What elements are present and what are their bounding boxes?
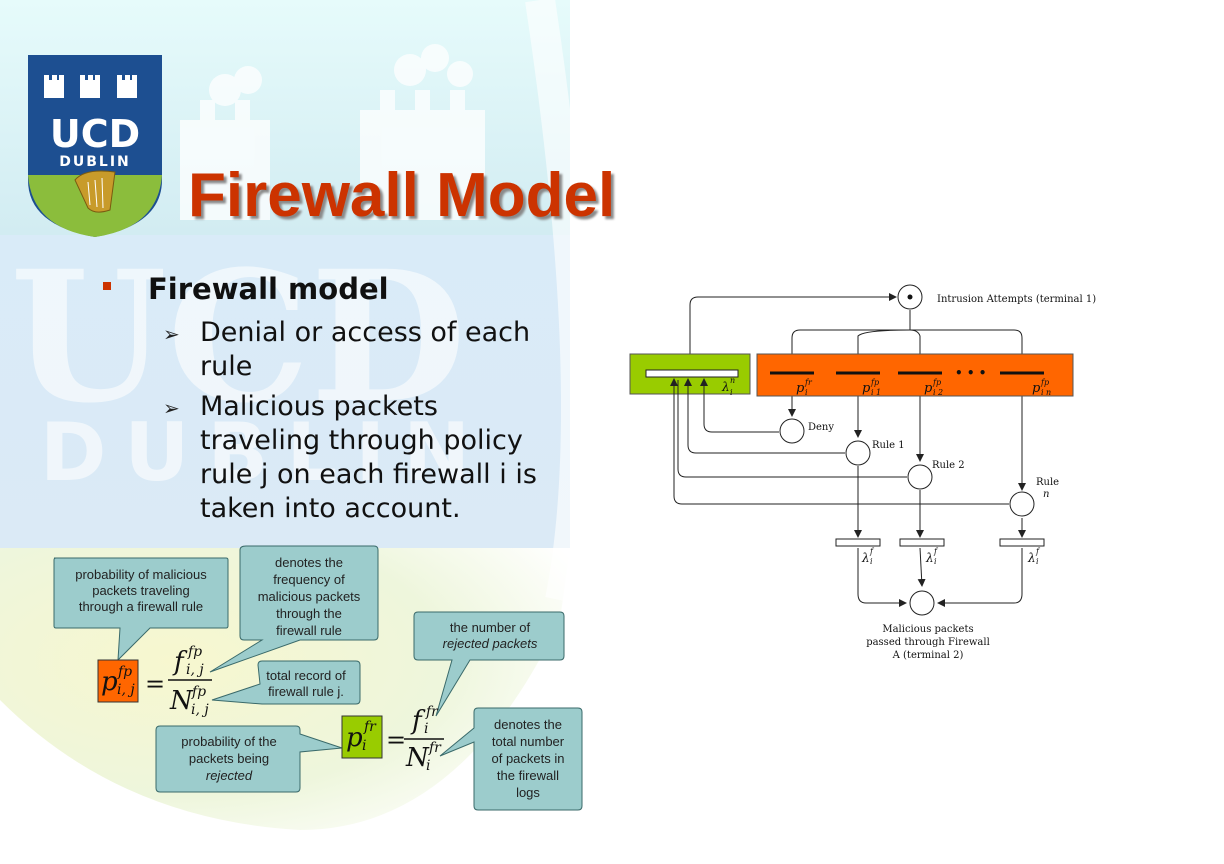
formula-fr-den-sup: fr	[428, 740, 442, 756]
p-fp-n-label: p	[1032, 381, 1041, 396]
intrusion-label: Intrusion Attempts (terminal 1)	[937, 294, 1096, 305]
output-label-3: A (terminal 2)	[892, 650, 964, 661]
formula-fp-lhs-sup: fp	[117, 664, 132, 680]
place-output	[909, 590, 935, 616]
p-fp-2-label: p	[924, 381, 933, 396]
callout-5-line-2: rejected packets	[443, 636, 538, 651]
callout-4-line-3: rejected	[206, 768, 253, 783]
formula-fr-lhs-sup: fr	[363, 719, 377, 735]
callout-3-line-1: total record of	[266, 668, 346, 683]
rule-2-label: Rule 2	[932, 460, 965, 471]
lambda-n-sup: n	[730, 376, 735, 385]
callout-2-line-2: frequency of	[273, 572, 345, 587]
lambda-f-n: λ	[1027, 551, 1036, 565]
lambda-f-2-sup: f	[933, 547, 939, 556]
lambda-f-2-sub: i	[934, 557, 937, 566]
deny-label: Deny	[808, 422, 834, 433]
callout-6-line-5: logs	[516, 785, 540, 800]
p-fp-2-sup: fp	[932, 378, 941, 387]
callout-4-line-2: packets being	[189, 751, 269, 766]
rule-n-label-1: Rule	[1036, 477, 1059, 488]
p-fp-1-label: p	[862, 381, 871, 396]
p-fp-n-sub-i: i	[1041, 388, 1044, 397]
rule-1-label: Rule 1	[872, 440, 905, 451]
output-label-2: passed through Firewall	[866, 637, 990, 648]
formula-fp-num-sup: fp	[187, 644, 202, 660]
output-label-1: Malicious packets	[882, 624, 973, 635]
formula-fr: p fr i = f fr i N fr i	[341, 704, 444, 774]
place-rule-1	[845, 440, 871, 466]
bullet-firewall-model: Firewall model	[148, 272, 389, 306]
lambda-f-n-sup: f	[1035, 547, 1041, 556]
logo-ucd-text: UCD	[50, 112, 140, 156]
callout-2-line-3: malicious packets	[258, 589, 361, 604]
callout-5-line-1: the number of	[450, 620, 531, 635]
rule-n-label-2: n	[1043, 489, 1049, 500]
subbullet-arrow-icon: ➢	[163, 322, 180, 346]
transitions-ellipsis: • • •	[955, 366, 986, 380]
p-fp-1-sub-i: i	[871, 388, 874, 397]
formula-fr-num-sub: i	[424, 721, 428, 737]
formula-fp-num-sub: i, j	[186, 662, 204, 678]
p-fp-n-sub: n	[1046, 388, 1051, 397]
callout-1-line-1: probability of malicious	[75, 567, 207, 582]
p-fp-1-sup: fp	[870, 378, 879, 387]
formula-fp-eq: =	[145, 670, 165, 698]
p-fp-1-sub: 1	[876, 388, 881, 397]
p-fp-2-sub: 2	[937, 388, 943, 397]
ucd-logo: UCD DUBLIN	[28, 55, 162, 237]
callout-2-line-1: denotes the	[275, 555, 343, 570]
callout-1-line-2: packets traveling	[92, 583, 190, 598]
callout-2-line-5: firewall rule	[276, 623, 342, 638]
formula-fr-den: N	[405, 743, 430, 773]
place-deny	[779, 418, 805, 444]
lambda-f-1-sub: i	[870, 557, 873, 566]
formula-fp-den-sup: fp	[191, 684, 206, 700]
place-rule-2	[907, 464, 933, 490]
lambda-f-1-sup: f	[869, 547, 875, 556]
callout-6-line-2: total number	[492, 734, 565, 749]
lambda-f-2: λ	[925, 551, 934, 565]
formula-fp-den-sub: i, j	[191, 702, 209, 718]
page-title: Firewall Model	[188, 161, 616, 230]
formula-fp-den: N	[169, 686, 194, 716]
p-fr-sub: i	[805, 388, 808, 397]
formula-fp-lhs: p	[101, 667, 118, 697]
subbullet-1: Denial or access of each rule	[200, 317, 531, 382]
lambda-f-1: λ	[861, 551, 870, 565]
lambda-n-label: λ	[721, 380, 730, 394]
lambda-f-n-sub: i	[1036, 557, 1039, 566]
bullet-marker	[103, 282, 111, 290]
callout-1-line-3: through a firewall rule	[79, 599, 203, 614]
formula-fr-num-sup: fr	[425, 704, 439, 720]
p-fr-sup: fr	[804, 378, 813, 387]
callout-2-line-4: through the	[276, 606, 342, 621]
callout-6-line-3: of packets in	[492, 751, 565, 766]
p-fr-label: p	[796, 381, 805, 396]
watermark-dublin: DUBLIN	[40, 406, 488, 499]
formula-fr-eq: =	[386, 726, 406, 754]
lambda-n-sub: i	[730, 388, 733, 397]
formula-fp-lhs-sub: i, j	[117, 682, 135, 698]
place-rule-n	[1009, 491, 1035, 517]
logo-dublin-text: DUBLIN	[59, 154, 131, 170]
callout-6-line-4: the firewall	[497, 768, 559, 783]
formula-fr-lhs-sub: i	[362, 738, 366, 754]
callout-6-line-1: denotes the	[494, 717, 562, 732]
subbullet-2: Malicious packets traveling through poli…	[200, 391, 537, 524]
formula-fr-lhs: p	[346, 723, 363, 753]
p-fp-n-sup: fp	[1040, 378, 1049, 387]
p-fp-2-sub-i: i	[933, 388, 936, 397]
callout-4-line-1: probability of the	[181, 734, 276, 749]
formula-fr-den-sub: i	[426, 758, 430, 774]
callout-3-line-2: firewall rule j.	[268, 684, 344, 699]
subbullet-arrow-icon: ➢	[163, 396, 180, 420]
watermark-ucd: UCD	[10, 232, 466, 443]
